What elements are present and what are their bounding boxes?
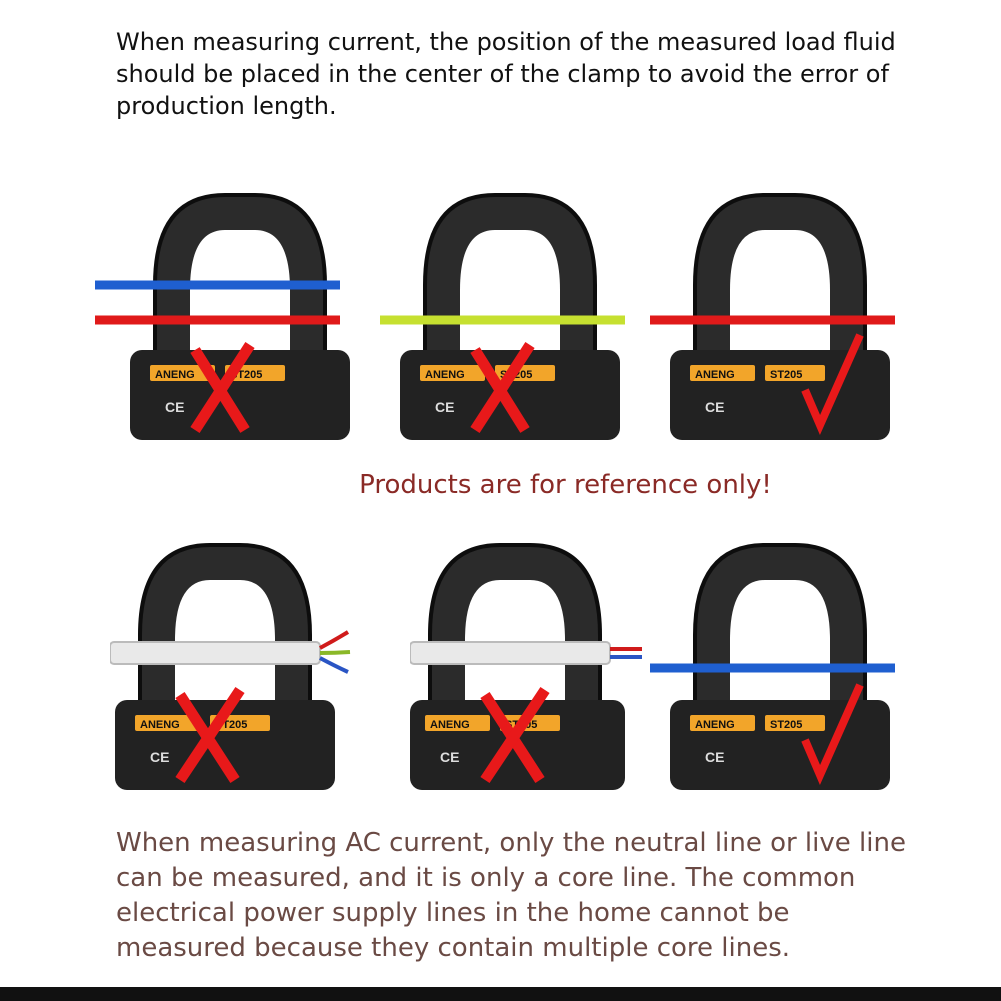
clamp-meter: ANENG ST205 CE	[115, 543, 335, 790]
instruction-line: measured because they contain multiple c…	[116, 933, 791, 963]
brand-label: ANENG	[695, 719, 735, 731]
instruction-line: production length.	[116, 92, 337, 120]
instruction-line: electrical power supply lines in the hom…	[116, 898, 790, 928]
cross-mark-icon	[470, 342, 535, 433]
model-label: ST205	[770, 719, 802, 731]
cross-mark-icon	[175, 686, 245, 784]
check-mark-icon	[801, 333, 864, 435]
clamp-panel-red-wire: ANENG ST205 CE	[650, 193, 895, 440]
clamp-meter: ANENG ST205 CE	[130, 193, 350, 440]
clamp-meter: ANENG ST205 CE	[670, 193, 890, 440]
clamp-panel-three-core-cable: ANENG ST205 CE	[110, 543, 351, 790]
top-instructions: When measuring current, the position of …	[116, 26, 896, 122]
instruction-line: When measuring current, the position of …	[116, 28, 896, 56]
clamp-panel-two-core-cable: ANENG ST205 CE	[410, 543, 642, 790]
bottom-border	[0, 987, 1001, 1001]
brand-label: ANENG	[155, 369, 195, 381]
cross-mark-icon	[480, 686, 550, 784]
two-core-cable	[410, 641, 642, 665]
instruction-line: should be placed in the center of the cl…	[116, 60, 889, 88]
brand-label: ANENG	[695, 369, 735, 381]
reference-note: Products are for reference only!	[359, 470, 772, 500]
clamp-panel-two-wires: ANENG ST205 CE	[95, 193, 350, 440]
instruction-line: When measuring AC current, only the neut…	[116, 828, 906, 858]
brand-label: ANENG	[140, 719, 180, 731]
check-mark-icon	[801, 683, 864, 785]
model-label: ST205	[770, 369, 802, 381]
ce-mark: CE	[150, 749, 169, 765]
ce-mark: CE	[435, 399, 454, 415]
clamp-meter: ANENG ST205 CE	[670, 543, 890, 790]
brand-label: ANENG	[430, 719, 470, 731]
brand-label: ANENG	[425, 369, 465, 381]
three-core-cable	[110, 630, 351, 674]
ce-mark: CE	[165, 399, 184, 415]
clamp-panel-blue-wire: ANENG ST205 CE	[650, 543, 895, 790]
instruction-line: can be measured, and it is only a core l…	[116, 863, 856, 893]
clamp-panel-yellow-green-wire: ANENG ST205 CE	[380, 193, 625, 440]
ce-mark: CE	[440, 749, 459, 765]
ce-mark: CE	[705, 749, 724, 765]
cross-mark-icon	[190, 342, 255, 433]
clamp-meter: ANENG ST205 CE	[400, 193, 620, 440]
ce-mark: CE	[705, 399, 724, 415]
bottom-instructions: When measuring AC current, only the neut…	[116, 826, 936, 966]
